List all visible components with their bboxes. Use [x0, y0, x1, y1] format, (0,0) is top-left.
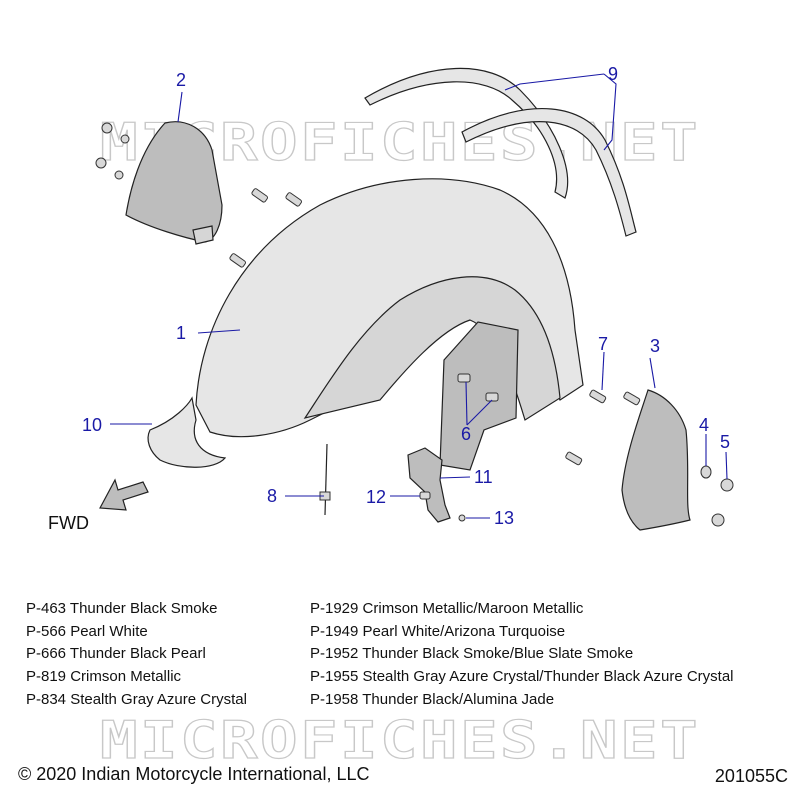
fender-tip [147, 396, 227, 468]
fwd-arrow [99, 478, 149, 511]
callout-7: 7 [598, 334, 608, 354]
fwd-label: FWD [48, 513, 89, 533]
paint-code: P-1955 Stealth Gray Azure Crystal/Thunde… [310, 668, 734, 686]
bolts-7 [565, 389, 641, 466]
paint-code: P-566 Pearl White [26, 622, 148, 640]
callout-5: 5 [720, 432, 730, 452]
parts-diagram: MICROFICHES.NET [82, 64, 734, 531]
callout-1: 1 [176, 323, 186, 343]
rear-fender [195, 178, 584, 471]
paint-codes-left: P-463 Thunder Black Smoke P-566 Pearl Wh… [26, 598, 247, 712]
paint-code: P-666 Thunder Black Pearl [26, 645, 206, 663]
paint-code: P-1949 Pearl White/Arizona Turquoise [310, 622, 566, 640]
hardware-12-13 [419, 491, 466, 522]
hardware-group-left [95, 122, 302, 268]
watermark-bottom-area: MICROFICHES.NET [99, 712, 700, 772]
fender-skirt-front [125, 121, 223, 245]
paint-code: P-1952 Thunder Black Smoke/Blue Slate Sm… [310, 645, 634, 663]
washers-nuts [700, 465, 734, 527]
callout-2: 2 [176, 70, 186, 90]
paint-code: P-834 Stealth Gray Azure Crystal [26, 690, 247, 708]
callout-6: 6 [461, 424, 471, 444]
paint-code: P-1929 Crimson Metallic/Maroon Metallic [310, 600, 584, 617]
watermark-bottom: MICROFICHES.NET [100, 712, 700, 771]
paint-code: P-463 Thunder Black Smoke [26, 600, 218, 617]
callout-3: 3 [650, 336, 660, 356]
callout-13: 13 [494, 508, 514, 528]
paint-code: P-819 Crimson Metallic [26, 668, 182, 686]
copyright: © 2020 Indian Motorcycle International, … [18, 764, 370, 784]
stud-8 [319, 443, 331, 516]
paint-code: P-1958 Thunder Black/Alumina Jade [310, 690, 555, 708]
callout-4: 4 [699, 415, 709, 435]
trim-strips [364, 67, 637, 237]
callout-10: 10 [82, 415, 102, 435]
paint-codes-right: P-1929 Crimson Metallic/Maroon Metallic … [310, 598, 734, 712]
callout-11: 11 [474, 467, 493, 487]
fender-skirt-rear [621, 389, 691, 531]
leader-lines [110, 73, 728, 519]
callout-8: 8 [267, 486, 277, 506]
callout-9: 9 [608, 64, 618, 84]
drawing-number: 201055C [714, 766, 788, 786]
callout-12: 12 [366, 487, 386, 507]
callouts: 2 9 1 3 7 10 6 4 5 11 8 12 13 [82, 64, 730, 528]
bolts-6 [457, 373, 499, 402]
bracket-11 [407, 447, 451, 523]
